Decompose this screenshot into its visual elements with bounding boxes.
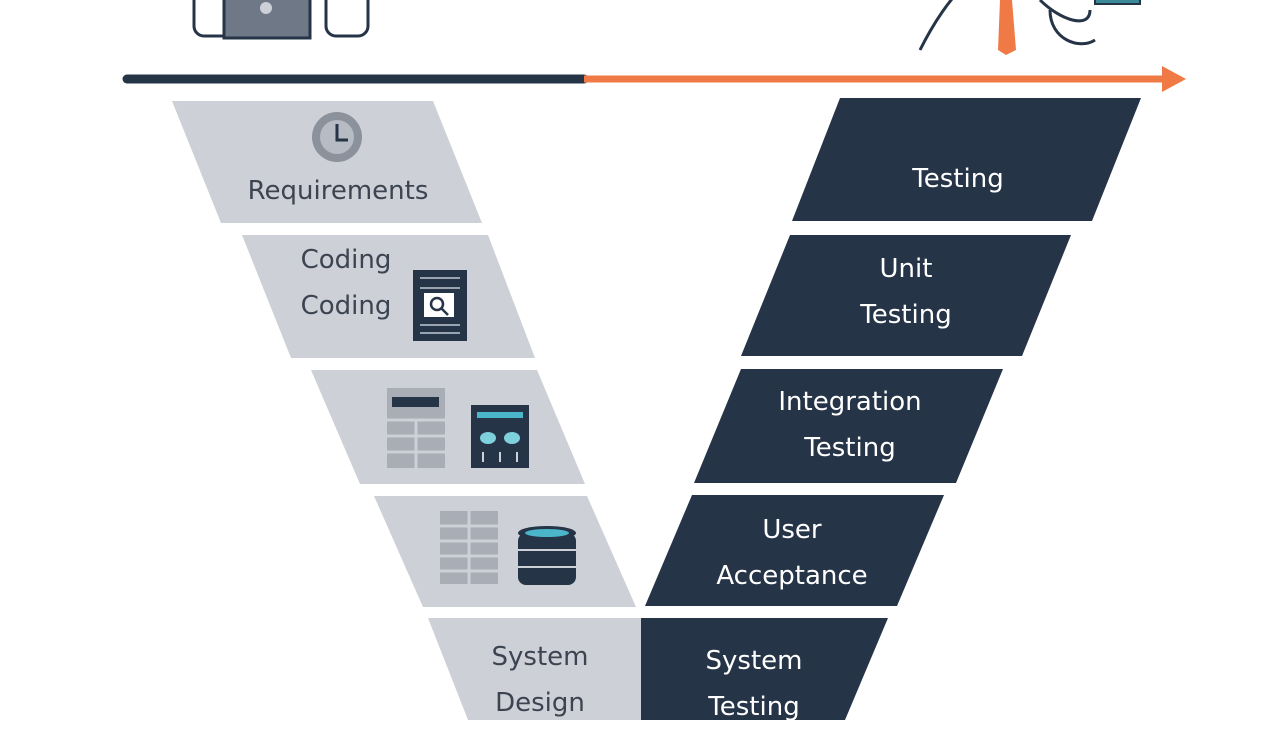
clock-icon: [312, 112, 362, 162]
database-cylinder-icon: [518, 526, 576, 585]
left-phase-label-2: Coding Coding: [300, 245, 392, 321]
architecture-blocks-icon: [387, 388, 529, 468]
left-band-3: [311, 370, 585, 484]
right-phase-label-5: System Testing: [705, 646, 803, 722]
table-grid-icon: [387, 388, 445, 468]
timeline-arrow: [122, 66, 1186, 92]
right-band-4: [645, 495, 944, 606]
right-band-3: [694, 369, 1003, 483]
right-band-2: [741, 235, 1071, 356]
left-band-4: [374, 496, 636, 607]
code-search-icon: [413, 270, 467, 341]
right-phase-label-1: Testing: [912, 164, 1004, 194]
right-band-5: [641, 618, 888, 720]
dashboard-panel-icon: [471, 405, 529, 468]
person-with-tie-icon: [918, 0, 1141, 55]
laptop-person-icon: [192, 0, 370, 40]
left-phase-label-1: Requirements: [247, 176, 429, 206]
left-band-5: [428, 618, 641, 720]
database-icon: [440, 511, 576, 585]
right-phase-label-2: Unit Testing: [860, 254, 952, 330]
right-phase-label-3: Integration Testing: [778, 387, 922, 463]
right-phase-bands: [641, 98, 1141, 720]
left-phase-label-5: System Design: [491, 642, 589, 718]
right-phase-label-4: User Acceptance: [716, 515, 868, 591]
table-grid-icon: [440, 511, 498, 584]
left-band-1: [172, 101, 482, 223]
right-band-1: [792, 98, 1141, 221]
